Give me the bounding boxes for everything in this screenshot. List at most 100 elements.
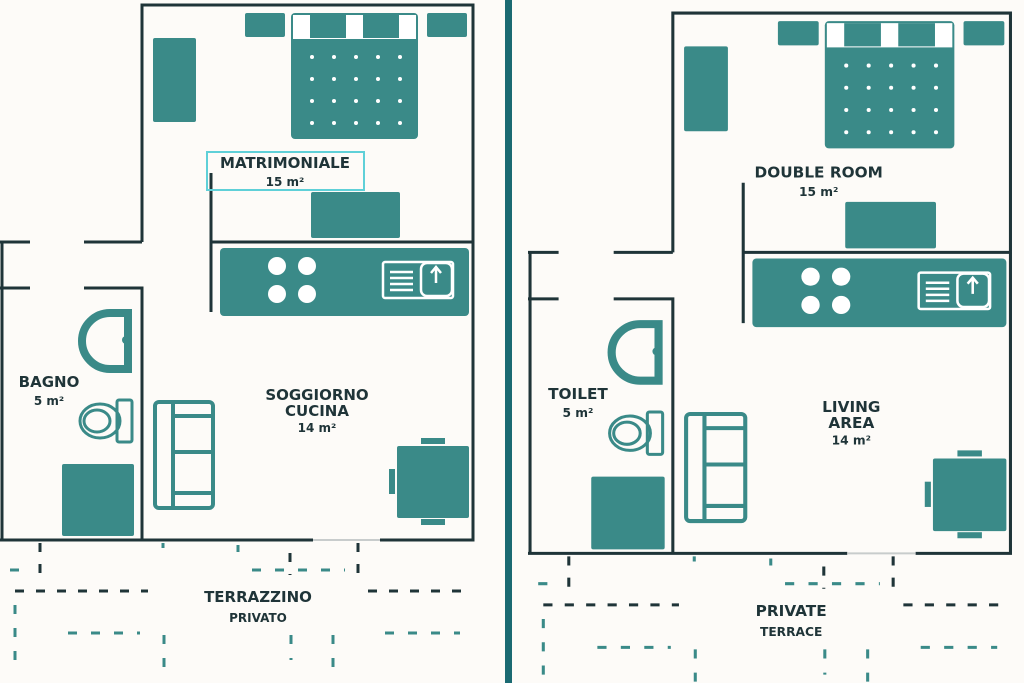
nightstand [245,13,285,37]
bed-dot [866,107,871,113]
toilet-icon [78,398,134,444]
bed-dot [844,85,849,90]
bed-dot [911,63,916,68]
wardrobe [153,38,196,122]
walls [0,3,475,542]
sofa-icon [153,400,215,510]
terrace-outline [15,543,473,593]
walls [528,11,1012,555]
bedroom-area: 15 m² [799,185,838,199]
bed-dot [376,99,380,103]
bed-dot [310,55,314,59]
terrace-name-line1: PRIVATE [756,602,827,620]
bed-dot [398,121,402,125]
bed-dot [866,85,871,90]
burner-icon [831,295,851,315]
living-area: 14 m² [832,433,871,447]
bed-dot [332,99,336,103]
terrace-name-line2: TERRACE [760,625,822,639]
bed-dot [376,55,380,59]
terrace-outline [538,556,998,683]
bathroom-area: 5 m² [563,406,594,420]
bed-dot [844,107,849,113]
bed-dot [398,55,402,59]
bed-dot [889,85,894,90]
nightstand [427,13,467,37]
bed-dot [844,130,849,135]
burner-icon [831,267,851,286]
bathroom-name: TOILET [548,385,608,403]
burner-icon [801,295,820,315]
bed-dot [310,77,314,81]
bed-dot [376,121,380,125]
shower [62,464,134,536]
terrace-name-line2: PRIVATO [229,611,287,625]
living-name-line1: LIVING [822,398,880,416]
living-area: 14 m² [298,421,337,435]
burner-icon [268,285,286,303]
bedroom-name: MATRIMONIALE [220,154,350,172]
desk [845,201,936,249]
bed-dot [933,130,939,135]
bed-dot [332,121,336,125]
washbasin-icon [78,309,132,373]
bed-dot [933,63,939,68]
bed-dot [332,55,336,59]
desk [311,192,400,238]
bed-dot [354,77,358,81]
bed-dot [911,85,916,90]
bed-dot [889,130,894,135]
burner-icon [268,257,286,275]
dining-table [389,438,469,525]
bed-dot [354,99,358,103]
dining-table [924,450,1007,539]
bed-dot [911,130,916,135]
bed-dot [398,99,402,103]
bed-dot [844,63,849,68]
bed-dot [354,55,358,59]
burner-icon [801,267,820,286]
bedroom-area: 15 m² [266,175,305,189]
bed-dot [866,130,871,135]
bathroom-area: 5 m² [34,394,64,408]
burner-icon [298,285,316,303]
nightstand [777,21,819,46]
washbasin-icon [607,320,663,385]
bed-dot [332,77,336,81]
bed-dot [889,63,894,68]
bed-dot [310,99,314,103]
bed-dot [911,107,916,113]
divider [505,0,512,683]
bed-dot [889,107,894,113]
floor-plan: DOUBLE ROOM 15 m² TOILET 5 m² LIVING ARE… [528,11,1012,683]
double-bed [824,21,955,149]
bedroom-name: DOUBLE ROOM [755,164,883,182]
bed-dot [866,63,871,68]
living-name-line1: SOGGIORNO [265,386,368,404]
living-name-line2: AREA [828,414,874,432]
living-name-line2: CUCINA [285,402,349,420]
bed-dot [310,121,314,125]
bed-dot [933,107,939,113]
sink-icon [381,260,455,300]
terrace-name-line1: TERRAZZINO [204,588,312,606]
terrace-outline [10,543,460,670]
shower [591,476,665,550]
selection-box [206,151,365,191]
toilet-icon [608,410,665,456]
bed-dot [933,85,939,90]
burner-icon [298,257,316,275]
kitchen-counter [752,258,1007,328]
sofa-icon [684,411,748,524]
wardrobe [684,46,728,132]
terrace-outline [543,556,1011,607]
bed-dot [354,121,358,125]
bed-dot [376,77,380,81]
floor-plan: MATRIMONIALE 15 m² BAGNO 5 m² SOGGIORNO … [0,3,475,670]
bathroom-name: BAGNO [19,373,80,391]
double-bed [291,13,418,139]
bed-dot [398,77,402,81]
nightstand [963,21,1005,46]
sink-icon [917,271,992,311]
